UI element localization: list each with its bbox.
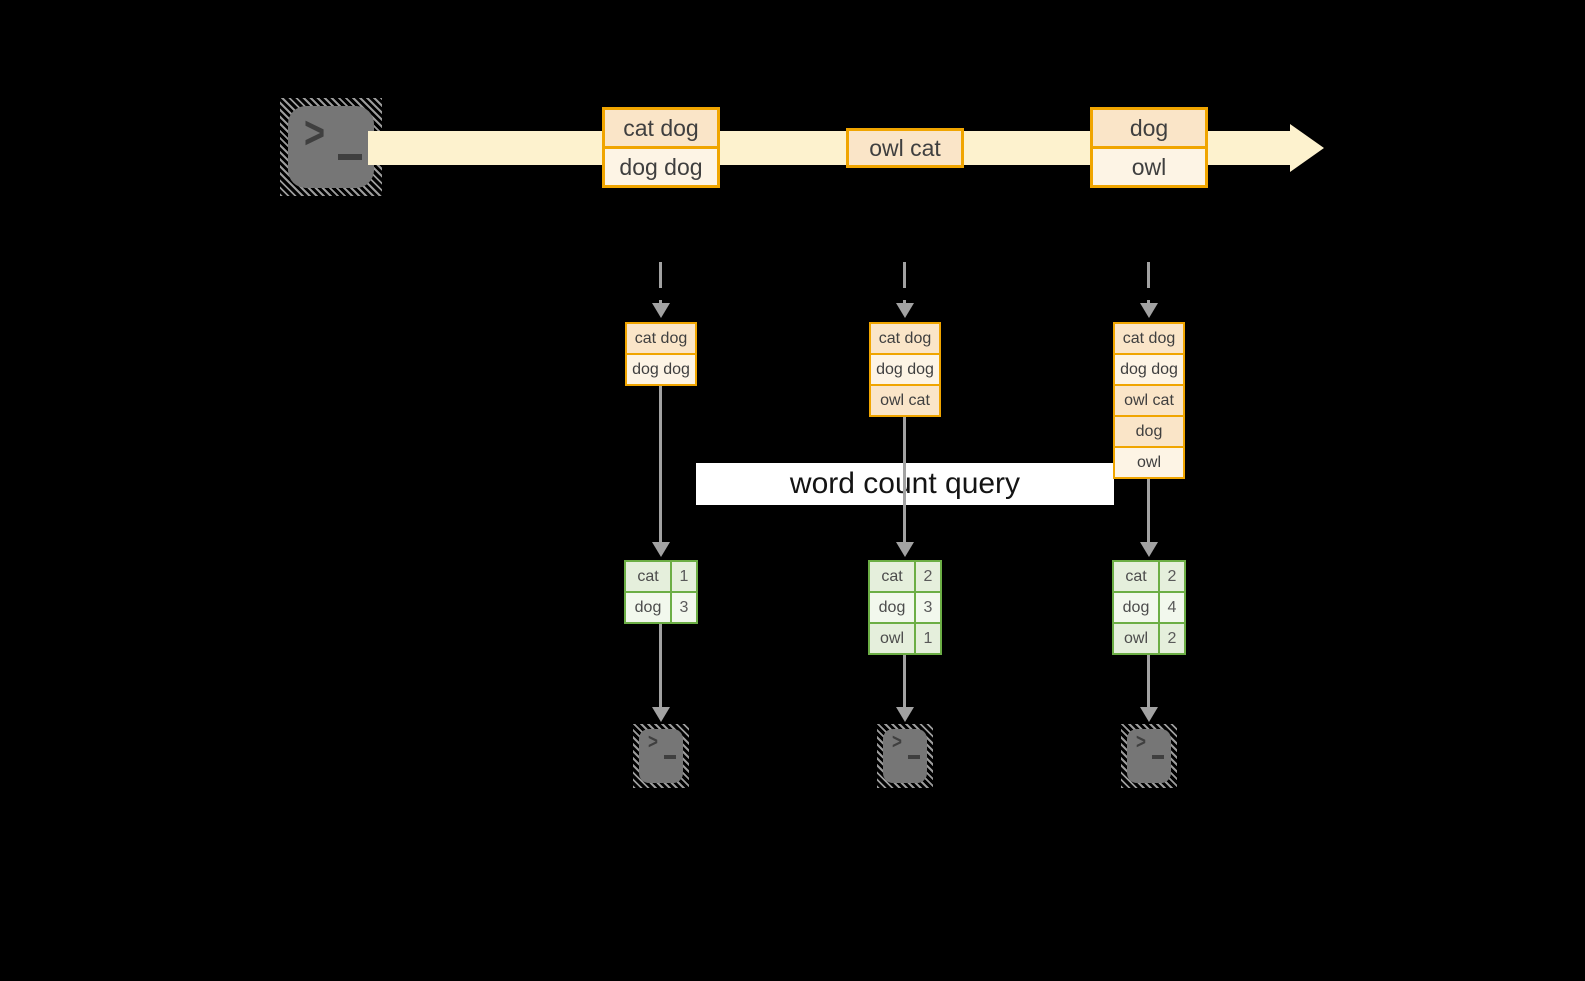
query-arrow-line [659,386,662,543]
stream-cell: owl cat [871,384,939,415]
terminal-cursor-icon [1152,755,1164,759]
result-word: owl [870,624,914,653]
timeline-batch-1: cat dog dog dog [602,107,720,188]
terminal-body: > [639,729,683,783]
stream-cell: dog dog [871,353,939,384]
terminal-prompt-icon: > [304,106,326,158]
query-arrow-head-icon [652,542,670,557]
terminal-body: > [288,106,374,188]
result-count: 2 [1158,624,1184,653]
terminal-cursor-icon [338,154,362,160]
stream-cell: dog [1115,415,1183,446]
query-arrow-head-icon [1140,542,1158,557]
result-count: 1 [914,624,940,653]
result-row: dog 4 [1114,591,1184,622]
result-count: 3 [670,593,696,622]
timeline-batch-3: dog owl [1090,107,1208,188]
terminal-body: > [883,729,927,783]
stream-snapshot-3: cat dog dog dog owl cat dog owl [1113,322,1185,479]
batch-cell: owl cat [849,131,961,165]
stream-cell: cat dog [1115,324,1183,353]
sink-arrow-head-icon [652,707,670,722]
result-table-1: cat 1 dog 3 [624,560,698,624]
terminal-body: > [1127,729,1171,783]
result-word: owl [1114,624,1158,653]
terminal-cursor-icon [664,755,676,759]
terminal-prompt-icon: > [648,729,658,754]
result-row: cat 2 [1114,562,1184,591]
dashed-arrow-line [1147,262,1150,304]
result-count: 3 [914,593,940,622]
batch-cell: dog dog [605,146,717,185]
sink-arrow-line [903,655,906,708]
result-table-2: cat 2 dog 3 owl 1 [868,560,942,655]
stream-cell: owl [1115,446,1183,477]
stream-snapshot-2: cat dog dog dog owl cat [869,322,941,417]
stream-cell: owl cat [1115,384,1183,415]
stream-cell: dog dog [1115,353,1183,384]
stream-timeline-arrowhead-icon [1290,124,1324,172]
sink-arrow-line [1147,655,1150,708]
result-word: cat [870,562,914,591]
dashed-arrow-line [659,262,662,304]
sink-terminal-icon: > [1121,724,1177,788]
result-word: dog [626,593,670,622]
result-row: cat 1 [626,562,696,591]
result-word: dog [870,593,914,622]
batch-cell: owl [1093,146,1205,185]
result-row: dog 3 [870,591,940,622]
result-row: owl 1 [870,622,940,653]
sink-terminal-icon: > [633,724,689,788]
result-count: 4 [1158,593,1184,622]
terminal-prompt-icon: > [1136,729,1146,754]
result-count: 2 [1158,562,1184,591]
batch-cell: dog [1093,110,1205,146]
sink-arrow-line [659,624,662,708]
sink-terminal-icon: > [877,724,933,788]
dashed-arrow-head-icon [896,303,914,318]
result-word: dog [1114,593,1158,622]
stream-cell: cat dog [627,324,695,353]
stream-cell: cat dog [871,324,939,353]
query-arrow-line [1147,479,1150,543]
terminal-prompt-icon: > [892,729,902,754]
dashed-arrow-head-icon [652,303,670,318]
dashed-arrow-line [903,262,906,304]
result-row: dog 3 [626,591,696,622]
dashed-arrow-head-icon [1140,303,1158,318]
stream-snapshot-1: cat dog dog dog [625,322,697,386]
result-word: cat [626,562,670,591]
stream-cell: dog dog [627,353,695,384]
result-row: cat 2 [870,562,940,591]
result-word: cat [1114,562,1158,591]
timeline-batch-2: owl cat [846,128,964,168]
result-count: 2 [914,562,940,591]
source-terminal-icon: > [280,98,382,196]
sink-arrow-head-icon [896,707,914,722]
query-arrow-line [903,417,906,543]
terminal-cursor-icon [908,755,920,759]
query-arrow-head-icon [896,542,914,557]
batch-cell: cat dog [605,110,717,146]
result-table-3: cat 2 dog 4 owl 2 [1112,560,1186,655]
result-count: 1 [670,562,696,591]
result-row: owl 2 [1114,622,1184,653]
sink-arrow-head-icon [1140,707,1158,722]
